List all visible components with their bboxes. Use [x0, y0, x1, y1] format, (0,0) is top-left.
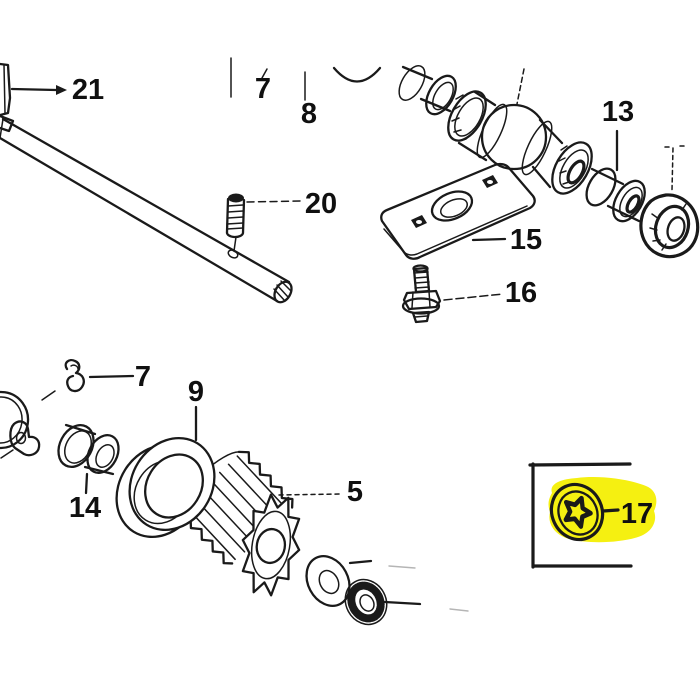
leader-hook-clip [0, 449, 14, 459]
leader-7-top [261, 68, 268, 79]
part-label-20: 20 [305, 188, 337, 220]
flat-washer [305, 555, 416, 607]
part-label-15: 15 [510, 224, 542, 256]
leader-20 [246, 200, 302, 203]
leader-5 [278, 493, 342, 496]
leader-15 [471, 237, 507, 242]
partial-ring [332, 66, 382, 83]
hook-clip [0, 420, 41, 459]
leader-7 [88, 374, 135, 379]
part-label-21: 21 [72, 74, 104, 106]
lock-washer [344, 578, 469, 626]
part-label-17: 17 [621, 498, 653, 530]
sleeve-small [398, 65, 457, 116]
leader-16 [443, 293, 504, 301]
leader-grommet [671, 147, 674, 191]
leader-17 [601, 508, 620, 513]
end-bracket [0, 62, 67, 133]
leader-21 [10, 87, 58, 92]
bushing-14 [57, 423, 120, 495]
grommet [639, 145, 700, 259]
shaft [0, 117, 293, 304]
leader-14 [84, 472, 89, 495]
leader-21-arrow [56, 85, 67, 95]
wire-clip [64, 358, 135, 393]
flange-bolt [401, 264, 504, 324]
spring-pin [225, 193, 302, 252]
part-label-7: 7 [135, 361, 151, 393]
leader-lock-washer [383, 600, 422, 606]
highlight-box [528, 462, 633, 569]
splined-gear [178, 450, 342, 599]
damper-ring [115, 405, 216, 539]
splined-washer [549, 482, 620, 542]
center-bushing [447, 68, 593, 195]
part-label-9: 9 [188, 376, 204, 408]
o-ring [0, 390, 56, 450]
part-label-7-top: 7 [255, 73, 271, 105]
part-label-13: 13 [602, 96, 634, 128]
mount-plate [380, 162, 536, 260]
leader-flat-washer [348, 559, 373, 565]
part-label-8: 8 [301, 98, 317, 130]
part-label-16: 16 [505, 277, 537, 309]
part-label-14: 14 [69, 492, 101, 524]
bushing-13 [585, 129, 646, 223]
part-label-5: 5 [347, 476, 363, 508]
